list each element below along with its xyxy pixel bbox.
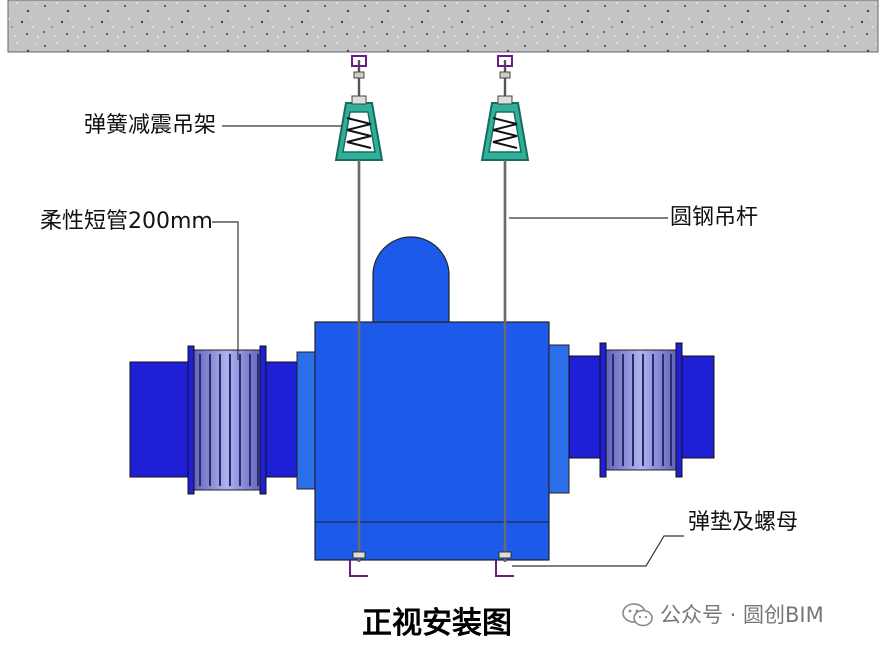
label-washer-nut: 弹垫及螺母 xyxy=(688,510,799,535)
ceiling-bracket-left xyxy=(351,55,367,79)
flange-right xyxy=(548,344,570,494)
bottom-bracket-right xyxy=(495,551,514,577)
motor-dome xyxy=(372,236,450,323)
watermark: 公众号 · 圆创BIM xyxy=(622,602,824,628)
duct-left xyxy=(129,361,193,478)
label-flexible-duct: 柔性短管200mm xyxy=(40,209,213,234)
spring-hanger-left xyxy=(334,95,384,161)
figure-caption: 正视安装图 xyxy=(362,606,512,641)
watermark-text: 公众号 · 圆创BIM xyxy=(660,602,824,627)
leader-flexible-duct xyxy=(212,221,239,360)
wechat-icon xyxy=(622,603,653,627)
label-spring-hanger: 弹簧减震吊架 xyxy=(84,113,217,138)
flexible-duct-right xyxy=(599,342,683,478)
bottom-bracket-left xyxy=(349,551,368,577)
ceiling-bracket-right xyxy=(497,55,513,79)
flexible-duct-left xyxy=(187,345,267,495)
leader-washer-nut xyxy=(512,535,684,567)
label-steel-rod: 圆钢吊杆 xyxy=(670,205,759,230)
unit-body xyxy=(314,321,550,561)
ceiling-slab xyxy=(7,0,879,53)
spring-hanger-right xyxy=(480,95,530,161)
duct-right-inner xyxy=(568,355,604,459)
duct-right xyxy=(681,355,715,459)
